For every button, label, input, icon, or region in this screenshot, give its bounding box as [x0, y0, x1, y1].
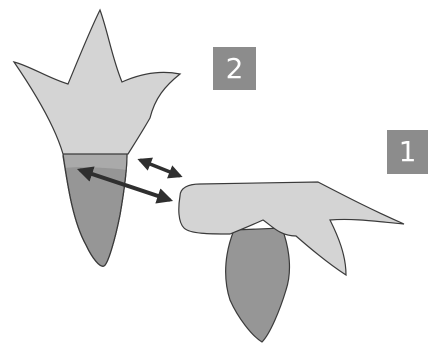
tooth-1-crown	[178, 181, 405, 277]
label-2-text: 2	[225, 51, 244, 85]
double-arrow-short	[137, 157, 183, 179]
tooth-2-crown	[12, 8, 182, 155]
tooth-2	[12, 8, 182, 267]
double-arrow-long	[76, 166, 174, 204]
label-badge-1: 1	[387, 130, 428, 174]
tooth-1	[178, 181, 405, 343]
arrows	[76, 157, 183, 204]
label-1-text: 1	[398, 135, 417, 168]
tooth-2-band	[63, 152, 127, 170]
label-badge-2: 2	[213, 47, 256, 90]
tooth-1-root	[225, 227, 291, 343]
